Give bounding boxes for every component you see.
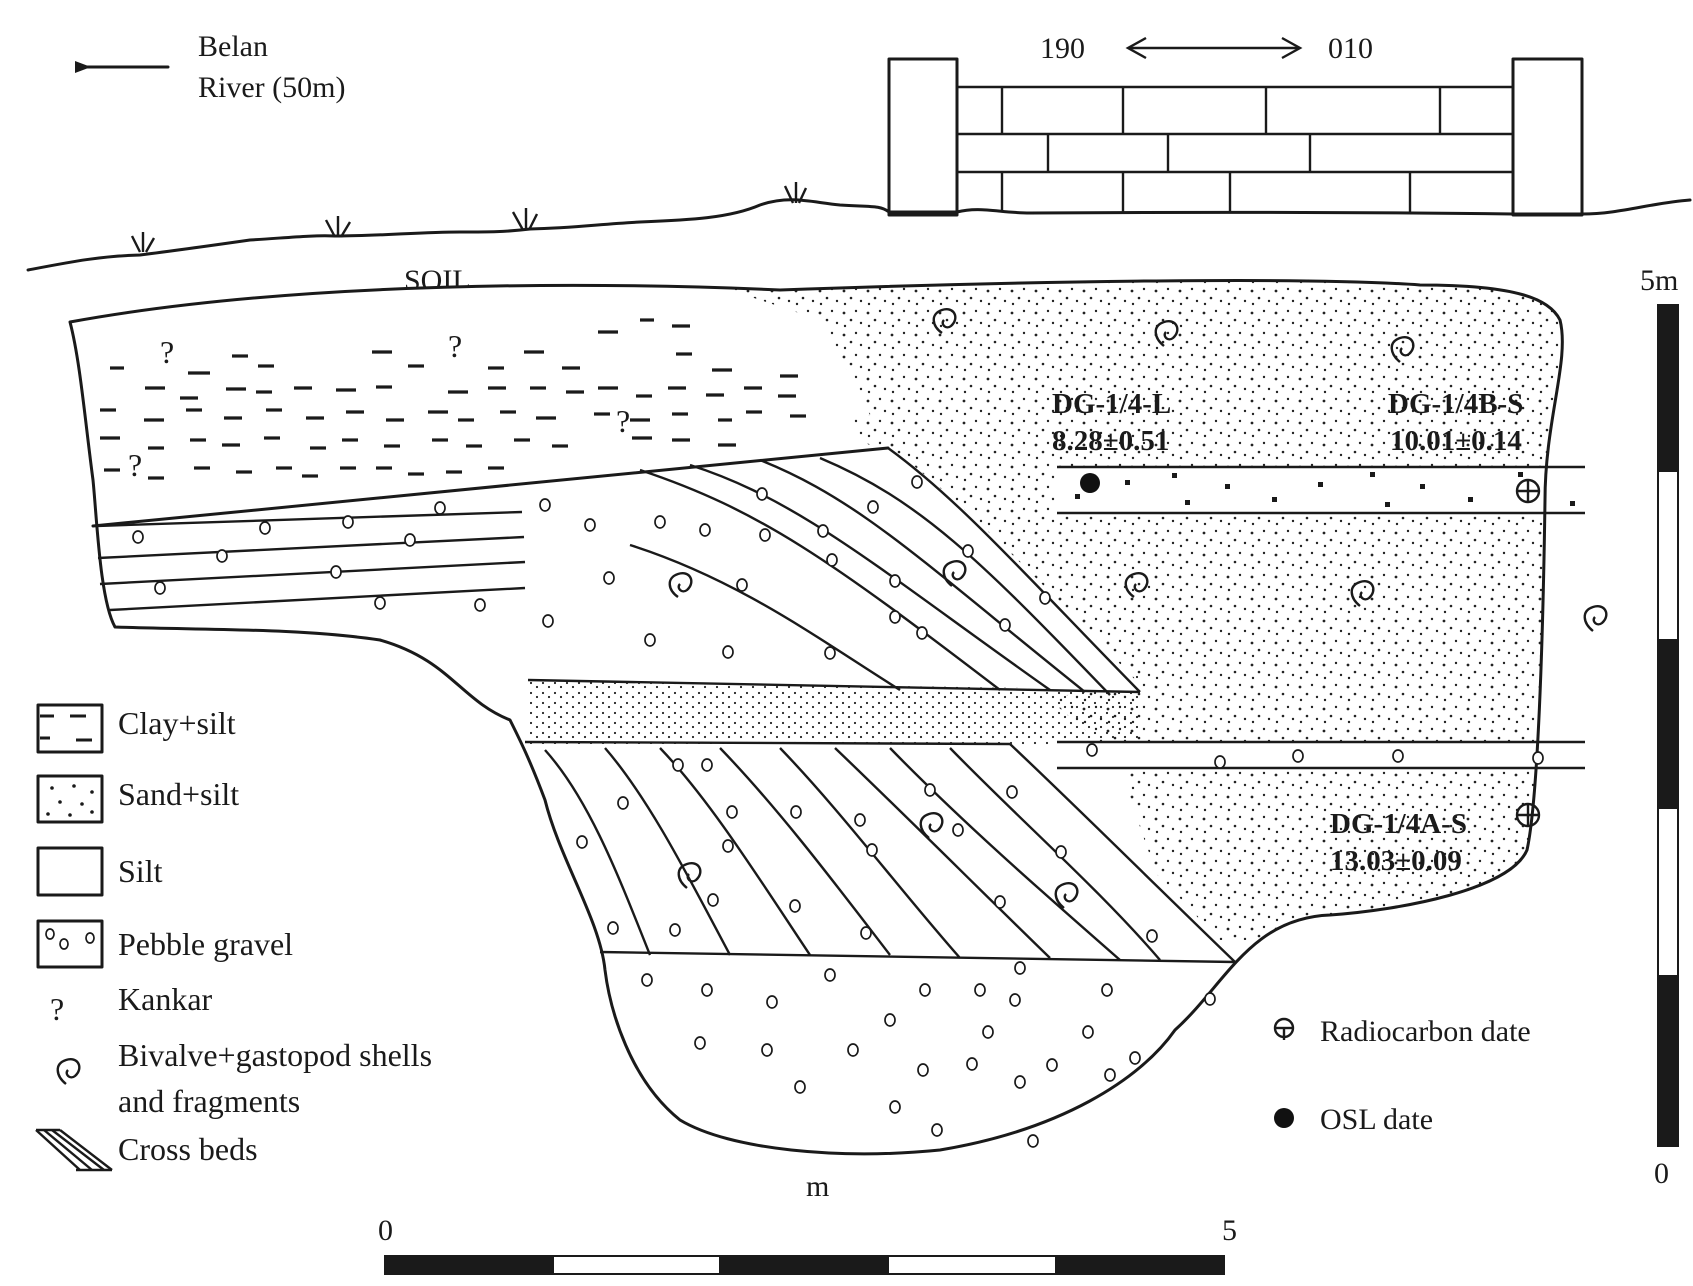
lower-cross-beds xyxy=(544,743,1236,964)
silt-swatch xyxy=(36,846,104,897)
legend-cross-beds: Cross beds xyxy=(35,1128,258,1172)
shell-icon xyxy=(919,812,944,839)
shell-icon xyxy=(932,308,957,334)
legend-cross-beds-label: Cross beds xyxy=(118,1131,258,1167)
legend-shells-label-line2: and fragments xyxy=(118,1083,300,1119)
sample-b-age: 10.01±0.14 xyxy=(1390,425,1522,457)
legend-clay-silt-label: Clay+silt xyxy=(118,705,236,741)
shell-symbols xyxy=(668,308,1608,909)
legend-sand-silt: Sand+silt xyxy=(36,774,239,824)
upper-cross-beds xyxy=(524,447,1141,746)
vertical-scale-top-label: 5m xyxy=(1640,264,1678,297)
sample-markers xyxy=(1080,473,1541,828)
shell-icon xyxy=(677,862,702,889)
shell-icon xyxy=(1054,882,1079,909)
osl-sample-marker xyxy=(1080,473,1100,493)
right-side-layers xyxy=(1057,465,1585,770)
legend-osl-label: OSL date xyxy=(1320,1103,1433,1136)
horizontal-scale-bar: m 0 5 xyxy=(378,1170,1237,1275)
sample-l-id: DG-1/4-L xyxy=(1052,388,1171,420)
legend-clay-silt: Clay+silt xyxy=(36,703,236,754)
shell-icon xyxy=(1154,320,1179,347)
legend-silt: Silt xyxy=(36,846,163,897)
legend-shells: Bivalve+gastopod shells and fragments xyxy=(56,1037,432,1119)
kankar-mark: ? xyxy=(160,334,174,370)
shell-icon xyxy=(942,560,967,587)
river-label-line1: Belan xyxy=(198,30,268,63)
sample-b-id: DG-1/4B-S xyxy=(1388,388,1523,420)
wall-pillar-left xyxy=(887,57,959,217)
cross-beds-icon xyxy=(35,1128,113,1172)
kankar-mark: ? xyxy=(448,328,462,364)
vertical-scale-bottom-label: 0 xyxy=(1654,1157,1669,1190)
bearing-arrow-right-head-icon xyxy=(1281,36,1303,60)
lithology-legend: Clay+silt Sand+silt Silt Pebble gravel ?… xyxy=(35,703,432,1172)
date-legend: Radiocarbon date OSL date xyxy=(1273,1015,1531,1136)
kankar-mark: ? xyxy=(616,403,630,439)
clay-silt-layer xyxy=(100,318,806,480)
legend-silt-label: Silt xyxy=(118,853,163,889)
grass-tufts xyxy=(130,182,808,253)
legend-pebble-gravel: Pebble gravel xyxy=(36,919,293,969)
kankar-legend-symbol: ? xyxy=(50,991,64,1027)
legend-sand-silt-label: Sand+silt xyxy=(118,776,239,812)
sample-a-age: 13.03±0.09 xyxy=(1330,845,1462,877)
left-pebble-band xyxy=(95,510,526,612)
wall-pillar-right xyxy=(1511,57,1584,217)
legend-pebble-gravel-label: Pebble gravel xyxy=(118,926,293,962)
brick-wall-structure xyxy=(887,57,1584,217)
radiocarbon-sample-marker-b xyxy=(1515,478,1541,504)
radiocarbon-sample-marker-a xyxy=(1515,802,1541,828)
legend-radiocarbon: Radiocarbon date xyxy=(1273,1015,1531,1048)
legend-shells-label-line1: Bivalve+gastopod shells xyxy=(118,1037,432,1073)
horizontal-scale-end-label: 5 xyxy=(1222,1214,1237,1247)
pebble-gravel-swatch xyxy=(36,919,104,969)
bearing-right-label: 010 xyxy=(1328,32,1373,65)
legend-radiocarbon-label: Radiocarbon date xyxy=(1320,1015,1531,1048)
pebbles xyxy=(132,475,1544,1148)
shell-icon xyxy=(56,1058,81,1085)
river-direction-indicator: Belan River (50m) xyxy=(75,30,345,104)
bearing-arrow-left-head-icon xyxy=(1125,36,1147,60)
horizontal-scale-start-label: 0 xyxy=(378,1214,393,1247)
legend-kankar: ? Kankar xyxy=(50,981,213,1027)
shell-icon xyxy=(668,572,693,598)
sample-labels: DG-1/4-L 8.28±0.51 DG-1/4B-S 10.01±0.14 … xyxy=(1052,388,1523,877)
kankar-symbols: ? ? ? ? xyxy=(128,328,630,483)
kankar-mark: ? xyxy=(128,447,142,483)
legend-osl: OSL date xyxy=(1274,1103,1433,1136)
bearing-left-label: 190 xyxy=(1040,32,1085,65)
shell-icon xyxy=(1390,336,1415,363)
sample-a-id: DG-1/4A-S xyxy=(1330,808,1467,840)
shell-icon xyxy=(1583,605,1608,632)
osl-layer-dots xyxy=(1075,472,1575,507)
vertical-scale-bar: 5m 0 xyxy=(1640,264,1679,1190)
section-outline xyxy=(68,279,1564,1156)
ground-surface-line xyxy=(26,198,1692,272)
legend-kankar-label: Kankar xyxy=(118,981,213,1017)
clay-silt-lower-boundary xyxy=(91,446,890,528)
shell-icon xyxy=(1124,572,1149,598)
river-label-line2: River (50m) xyxy=(198,71,345,104)
bearing-indicator: 190 010 xyxy=(1040,32,1373,65)
osl-symbol-icon xyxy=(1274,1108,1294,1128)
clay-silt-swatch xyxy=(36,703,104,754)
shell-icon xyxy=(1350,580,1375,607)
sample-l-age: 8.28±0.51 xyxy=(1052,425,1169,457)
horizontal-scale-unit-label: m xyxy=(806,1170,829,1203)
sand-silt-swatch xyxy=(36,774,104,824)
